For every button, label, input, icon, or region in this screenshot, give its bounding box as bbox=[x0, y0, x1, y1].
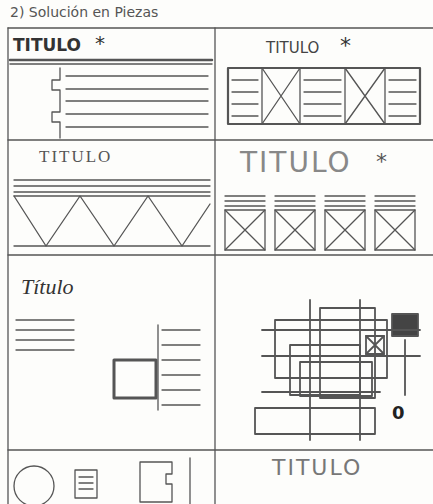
collage-layout bbox=[255, 300, 420, 440]
grid-lines bbox=[8, 28, 433, 504]
puzzle-layout bbox=[10, 60, 212, 138]
placeholder-title: TITULO bbox=[271, 456, 363, 480]
placeholder-title: TITULO bbox=[38, 148, 113, 167]
sketch-panel: TITULO bbox=[8, 140, 215, 255]
column-layout bbox=[225, 196, 415, 250]
sketch-panel: Título bbox=[8, 255, 215, 450]
sketch-mark: * bbox=[339, 34, 352, 58]
free-layout bbox=[16, 320, 200, 410]
placeholder-title: TITULO bbox=[12, 36, 82, 55]
triangle-layout bbox=[14, 180, 210, 246]
sketch-panel: TITULO * bbox=[8, 30, 215, 140]
placeholder-title: TITULO bbox=[265, 40, 320, 57]
sketch-panel: TITULO * bbox=[215, 140, 433, 255]
sketch-panel: TITULO bbox=[215, 450, 433, 504]
sketch-panel: 0 bbox=[215, 255, 433, 450]
sketch-mark: * bbox=[375, 150, 388, 174]
icon-layout bbox=[14, 458, 190, 504]
sketch-mark: * bbox=[94, 32, 106, 54]
strip-layout bbox=[228, 68, 420, 124]
sketch-panel: TITULO * bbox=[215, 30, 433, 140]
sketch-mark: 0 bbox=[391, 403, 406, 423]
placeholder-title: TITULO bbox=[239, 148, 353, 179]
sheet-title: 2) Solución en Piezas bbox=[10, 4, 158, 20]
placeholder-title: Título bbox=[20, 275, 75, 299]
